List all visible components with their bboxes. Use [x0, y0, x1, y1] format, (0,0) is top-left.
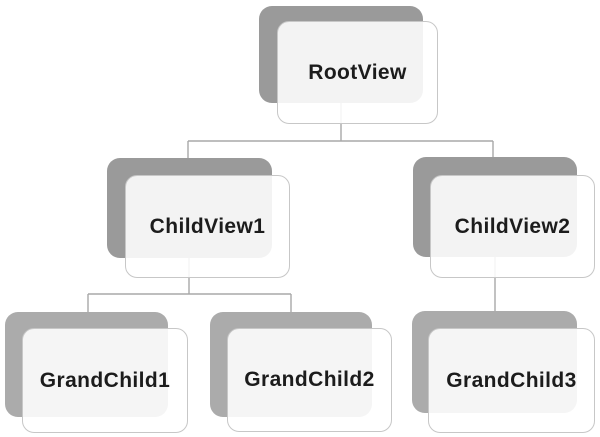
node-card: GrandChild3 — [428, 328, 595, 433]
node-card: ChildView1 — [125, 175, 290, 278]
node-label: ChildView1 — [149, 214, 266, 238]
node-label: ChildView2 — [454, 214, 571, 238]
node-label: GrandChild3 — [446, 368, 577, 392]
node-card: GrandChild2 — [227, 328, 392, 432]
node-label: RootView — [308, 60, 407, 84]
node-label: GrandChild2 — [244, 368, 375, 391]
node-card: RootView — [277, 21, 438, 124]
node-card: ChildView2 — [430, 175, 595, 278]
node-card: GrandChild1 — [22, 328, 188, 433]
node-label: GrandChild1 — [39, 368, 171, 392]
